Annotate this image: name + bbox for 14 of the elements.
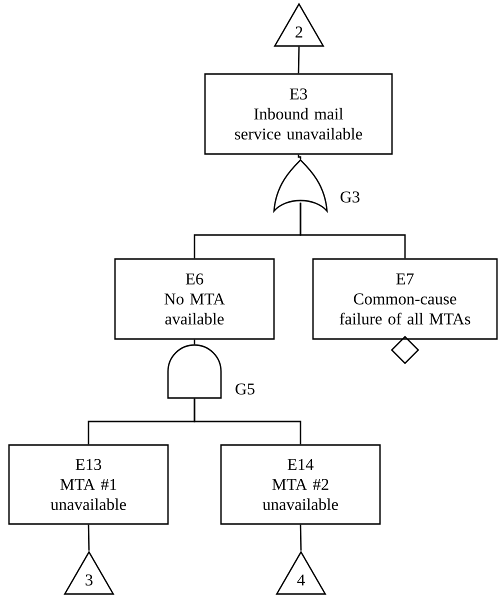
event-box: E14 MTA #2 unavailable [220,444,381,525]
gate-label: G3 [340,191,360,203]
gate-label: G5 [236,383,254,395]
event-box: E3 Inbound mail service unavailable [204,73,393,155]
connector-line [300,524,302,551]
event-box: E13 MTA #1 unavailable [8,444,169,525]
connector-line [194,340,196,344]
connector-line [298,46,300,74]
connector-line [298,154,302,160]
connector-line [194,398,302,444]
event-box: E6 No MTA available [114,258,275,340]
event-box: E7 Common-cause failure of all MTAs [312,258,498,340]
connector-line [300,202,406,258]
connector-line [88,524,90,551]
